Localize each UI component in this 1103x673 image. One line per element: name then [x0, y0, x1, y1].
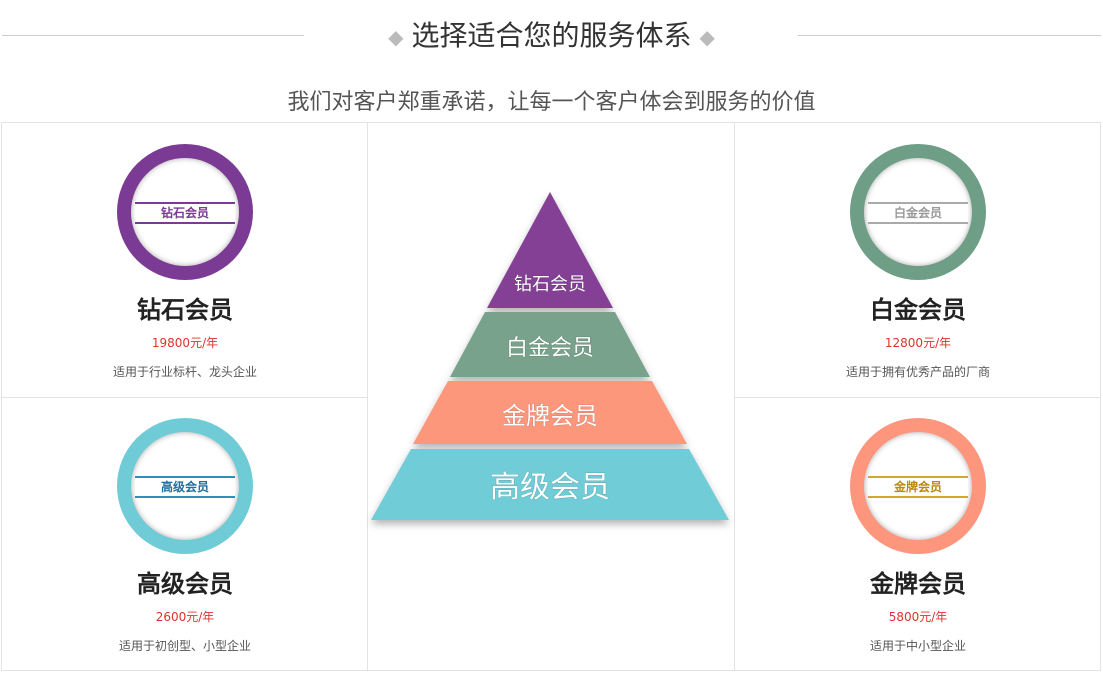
badge-label: 白金会员: [868, 202, 968, 224]
tier-name: 钻石会员: [137, 296, 233, 324]
row-divider: [735, 397, 1101, 398]
tier-price: 2600元/年: [155, 610, 215, 624]
badge-label: 高级会员: [135, 476, 235, 498]
senior-badge-icon: 高级会员: [117, 418, 253, 554]
tier-desc: 适用于初创型、小型企业: [118, 639, 251, 653]
col-divider: [367, 123, 368, 670]
tier-price: 12800元/年: [884, 336, 952, 350]
row-divider: [2, 397, 367, 398]
diamond-icon: ◆: [699, 25, 715, 49]
badge-label: 金牌会员: [868, 476, 968, 498]
pyramid-layer-platinum[interactable]: [450, 312, 650, 377]
pyramid-label: 高级会员: [490, 470, 610, 505]
platinum-badge-icon: 白金会员: [850, 144, 986, 280]
tier-price: 19800元/年: [151, 336, 219, 350]
tier-card-gold[interactable]: 金牌会员 金牌会员 5800元/年 适用于中小型企业: [735, 397, 1101, 672]
pyramid-layer-diamond[interactable]: [487, 192, 613, 308]
pyramid-layer-senior[interactable]: [371, 449, 729, 520]
title-text: 选择适合您的服务体系: [411, 19, 692, 52]
diamond-icon: ◆: [388, 25, 404, 49]
tier-name: 高级会员: [137, 570, 233, 598]
divider-left: [2, 35, 304, 36]
tier-card-platinum[interactable]: 白金会员 白金会员 12800元/年 适用于拥有优秀产品的厂商: [735, 123, 1101, 398]
diamond-badge-icon: 钻石会员: [117, 144, 253, 280]
page-title: ◆ 选择适合您的服务体系 ◆: [0, 14, 1103, 54]
tier-grid: 钻石会员 钻石会员 19800元/年 适用于行业标杆、龙头企业 白金会员 白金会…: [1, 122, 1101, 671]
pyramid-layer-gold[interactable]: [413, 381, 687, 444]
tier-desc: 适用于拥有优秀产品的厂商: [845, 365, 990, 379]
pyramid-label: 钻石会员: [514, 274, 586, 295]
tier-name: 金牌会员: [870, 570, 966, 598]
col-divider: [734, 123, 735, 670]
subtitle: 我们对客户郑重承诺，让每一个客户体会到服务的价值: [287, 90, 816, 115]
gold-badge-icon: 金牌会员: [850, 418, 986, 554]
tier-desc: 适用于中小型企业: [869, 639, 966, 653]
tier-card-senior[interactable]: 高级会员 高级会员 2600元/年 适用于初创型、小型企业: [2, 397, 368, 672]
tier-name: 白金会员: [870, 296, 966, 324]
divider-right: [798, 35, 1101, 36]
tier-price: 5800元/年: [888, 610, 948, 624]
tier-card-diamond[interactable]: 钻石会员 钻石会员 19800元/年 适用于行业标杆、龙头企业: [2, 123, 368, 398]
pyramid-label: 白金会员: [506, 336, 594, 361]
tier-desc: 适用于行业标杆、龙头企业: [112, 365, 257, 379]
pyramid-label: 金牌会员: [502, 402, 598, 430]
badge-label: 钻石会员: [135, 202, 235, 224]
